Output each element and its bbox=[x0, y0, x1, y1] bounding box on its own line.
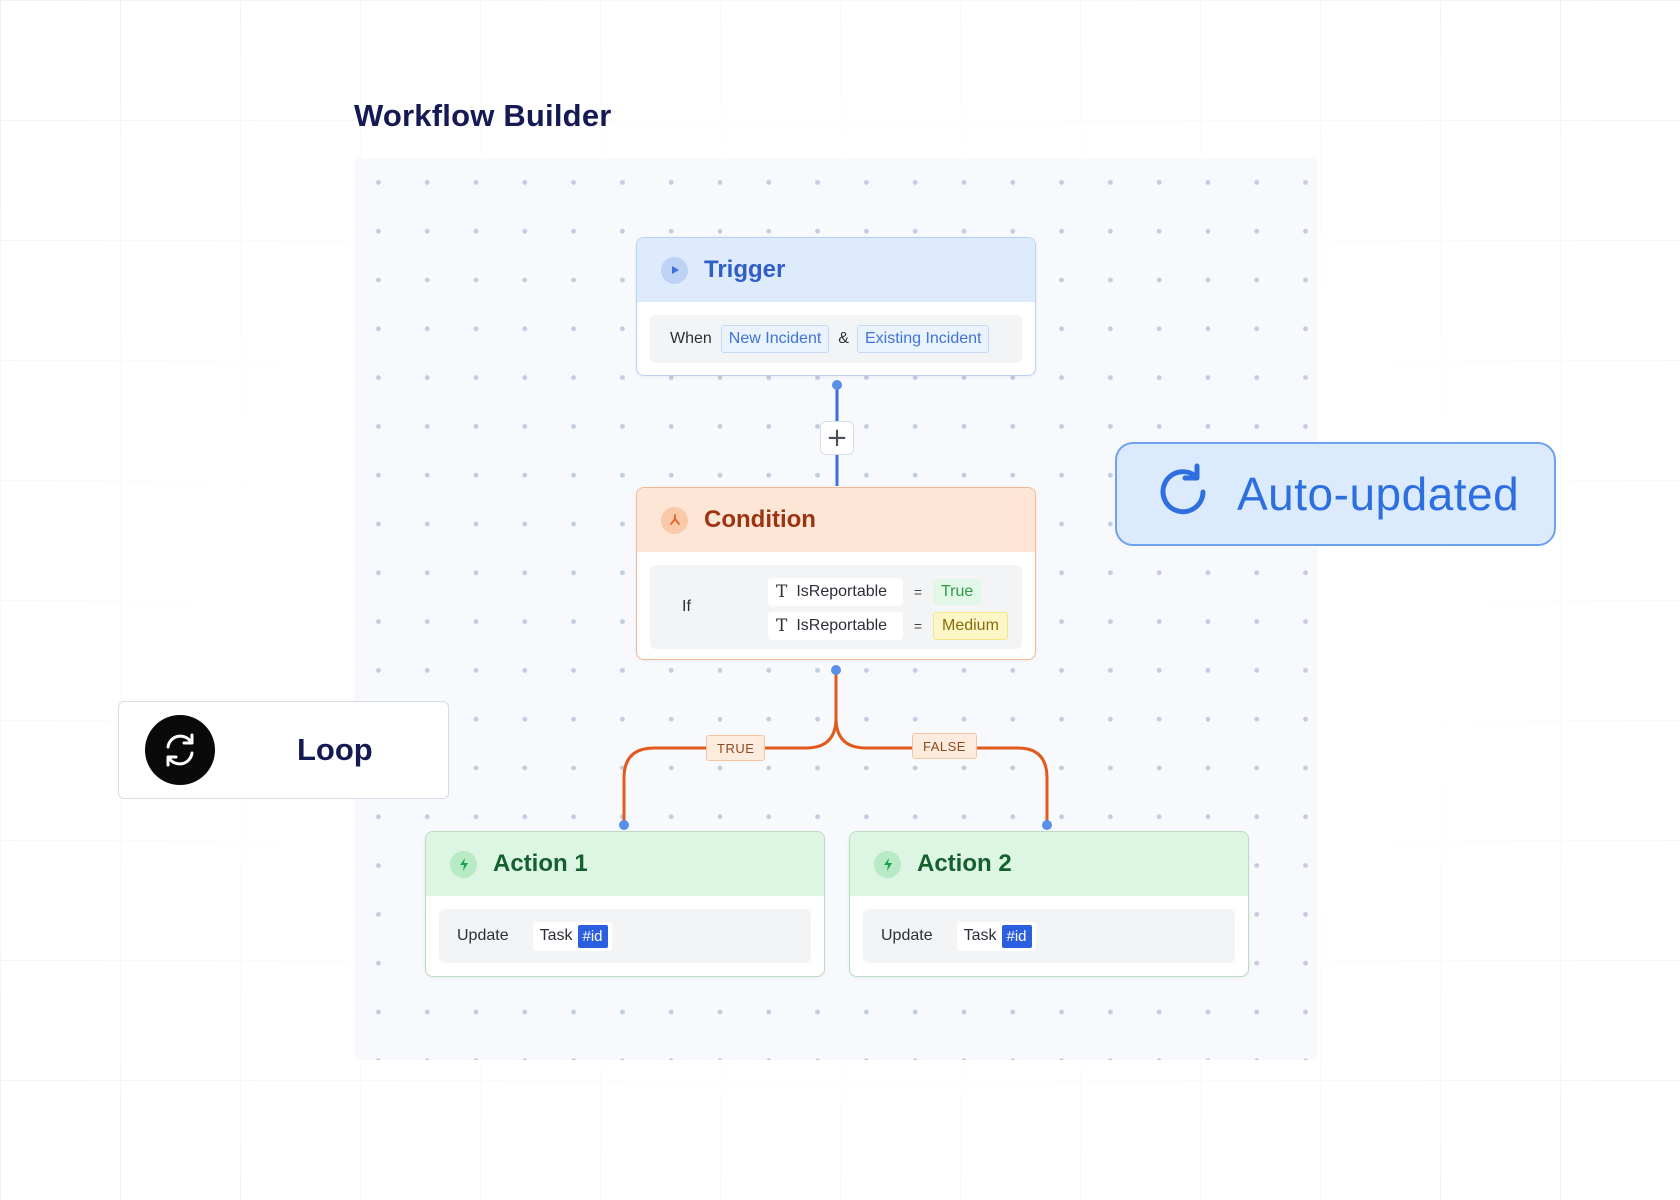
update-label: Update bbox=[457, 927, 509, 944]
trigger-title: Trigger bbox=[704, 256, 786, 283]
task-selector[interactable]: Task #id bbox=[956, 921, 1036, 951]
condition-rules: T IsReportable = True T IsReportable = M… bbox=[768, 577, 1008, 645]
action-2-header: Action 2 bbox=[850, 832, 1248, 896]
field-selector[interactable]: T IsReportable bbox=[768, 578, 903, 606]
field-selector[interactable]: T IsReportable bbox=[768, 612, 903, 640]
play-icon bbox=[661, 256, 688, 284]
true-branch-label: TRUE bbox=[706, 735, 766, 761]
action-2-title: Action 2 bbox=[917, 850, 1012, 877]
update-label: Update bbox=[881, 927, 933, 944]
event-chip-existing-incident[interactable]: Existing Incident bbox=[856, 325, 990, 353]
bolt-icon bbox=[874, 850, 901, 878]
condition-title: Condition bbox=[704, 506, 816, 533]
action-2-node[interactable]: Action 2 Update Task #id bbox=[849, 831, 1249, 977]
text-type-icon: T bbox=[776, 616, 788, 636]
joiner-label: & bbox=[838, 330, 849, 347]
action-1-body: Update Task #id bbox=[439, 909, 811, 963]
false-branch-label: FALSE bbox=[912, 733, 977, 759]
condition-node[interactable]: Condition If T IsReportable = True T IsR… bbox=[636, 487, 1036, 660]
action-2-body: Update Task #id bbox=[863, 909, 1235, 963]
if-label: If bbox=[682, 598, 691, 615]
task-label: Task bbox=[539, 927, 573, 944]
auto-updated-badge: Auto-updated bbox=[1115, 442, 1556, 546]
event-chip-new-incident[interactable]: New Incident bbox=[720, 325, 830, 353]
condition-rule[interactable]: T IsReportable = True bbox=[768, 577, 1008, 607]
trigger-body: When New Incident & Existing Incident bbox=[650, 315, 1022, 363]
refresh-icon bbox=[1153, 462, 1213, 527]
add-step-button[interactable]: + bbox=[820, 421, 854, 455]
loop-card[interactable]: Loop bbox=[118, 701, 449, 799]
value-chip-medium[interactable]: Medium bbox=[933, 612, 1008, 640]
condition-rule[interactable]: T IsReportable = Medium bbox=[768, 611, 1008, 641]
id-tag: #id bbox=[577, 924, 608, 948]
loop-icon bbox=[145, 715, 215, 785]
task-selector[interactable]: Task #id bbox=[532, 921, 612, 951]
field-name: IsReportable bbox=[796, 583, 888, 600]
text-type-icon: T bbox=[776, 582, 788, 602]
loop-label: Loop bbox=[297, 732, 373, 767]
operator: = bbox=[913, 584, 923, 600]
task-label: Task bbox=[963, 927, 997, 944]
trigger-header: Trigger bbox=[637, 238, 1035, 302]
action-1-header: Action 1 bbox=[426, 832, 824, 896]
bolt-icon bbox=[450, 850, 477, 878]
plus-icon: + bbox=[826, 423, 848, 453]
action-1-title: Action 1 bbox=[493, 850, 588, 877]
when-label: When bbox=[670, 330, 712, 347]
page-title: Workflow Builder bbox=[354, 98, 612, 133]
auto-updated-label: Auto-updated bbox=[1237, 468, 1520, 520]
id-tag: #id bbox=[1001, 924, 1032, 948]
condition-header: Condition bbox=[637, 488, 1035, 552]
branch-icon bbox=[661, 506, 688, 534]
action-1-node[interactable]: Action 1 Update Task #id bbox=[425, 831, 825, 977]
operator: = bbox=[913, 618, 923, 634]
field-name: IsReportable bbox=[796, 617, 888, 634]
trigger-node[interactable]: Trigger When New Incident & Existing Inc… bbox=[636, 237, 1036, 376]
value-chip-true[interactable]: True bbox=[933, 579, 982, 605]
condition-body: If T IsReportable = True T IsReportable … bbox=[650, 565, 1022, 649]
